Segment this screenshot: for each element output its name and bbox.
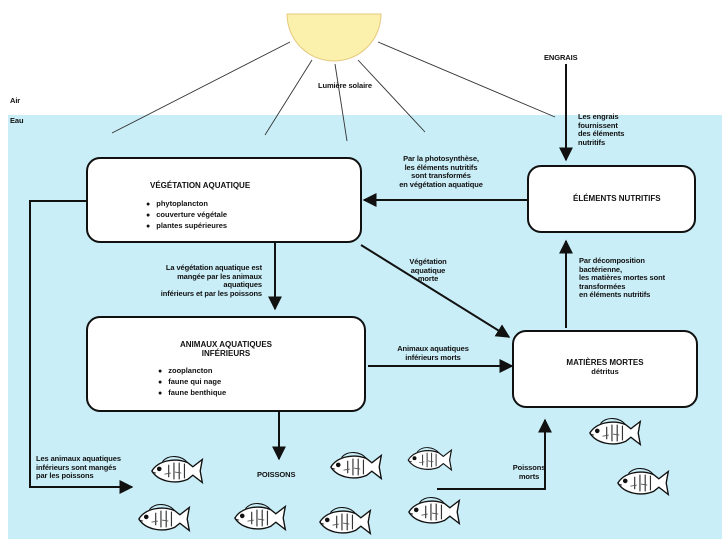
animaux-morts-line: Animaux aquatiques: [397, 344, 469, 353]
vegetation-box: VÉGÉTATION AQUATIQUE phytoplancton couve…: [86, 157, 362, 243]
flow-arrows: [29, 193, 573, 494]
list-item: zooplancton: [158, 366, 226, 377]
decomposition-line: bactérienne,: [579, 264, 622, 274]
poissons-morts-line: morts: [518, 471, 540, 481]
list-item: phytoplancton: [146, 199, 227, 210]
arrow-vegetation-to-poissons: [29, 200, 134, 494]
sun-rays: [111, 41, 556, 142]
engrais-note: Les engrais fournissent des éléments nut…: [578, 112, 625, 147]
photosynthese-line: les éléments nutritifs: [404, 162, 478, 172]
vegetation-mangee-line: La végétation aquatique est: [165, 263, 262, 272]
decomposition-line: transformées: [579, 281, 626, 291]
photosynthese-note: Par la photosynthèse, les éléments nutri…: [378, 154, 504, 189]
engrais-label: ENGRAIS: [544, 53, 578, 62]
animaux-list: zooplancton faune qui nage faune benthiq…: [158, 366, 226, 399]
animaux-title-line2: INFÉRIEURS: [201, 349, 251, 358]
list-item: couverture végétale: [146, 210, 227, 221]
decomposition-note: Par décomposition bactérienne, les matiè…: [579, 256, 665, 300]
list-item: plantes supérieures: [146, 221, 227, 232]
vegetation-morte-line: aquatique: [410, 265, 446, 275]
matieres-box: MATIÈRES MORTES détritus: [512, 330, 698, 408]
list-item: faune qui nage: [158, 377, 226, 388]
matieres-title-text: MATIÈRES MORTES: [566, 358, 644, 367]
animaux-morts-line: inférieurs morts: [405, 352, 461, 362]
animaux-title-line1: ANIMAUX AQUATIQUES: [180, 340, 272, 349]
photosynthese-line: sont transformés: [411, 171, 471, 180]
animaux-box: ANIMAUX AQUATIQUES INFÉRIEURS zooplancto…: [86, 316, 366, 412]
vegetation-morte-note: Végétation aquatique morte: [398, 257, 458, 284]
animaux-manges-line: par les poissons: [36, 471, 94, 480]
vegetation-mangee-line: mangée par les animaux: [177, 271, 262, 281]
air-label: Air: [10, 96, 21, 105]
poissons-morts-line: Poissons: [512, 463, 546, 472]
animaux-manges-line: inférieurs sont mangés: [36, 462, 117, 472]
animaux-morts-note: Animaux aquatiques inférieurs morts: [378, 344, 488, 362]
matieres-subtitle: détritus: [591, 367, 619, 376]
decomposition-line: Par décomposition: [579, 256, 645, 265]
poissons-morts-note: Poissons morts: [509, 463, 549, 481]
sun-icon: [286, 13, 382, 62]
vegetation-morte-line: Végétation: [409, 257, 447, 266]
eau-label: Eau: [10, 116, 24, 125]
vegetation-title: VÉGÉTATION AQUATIQUE: [150, 181, 251, 190]
vegetation-mangee-note: La végétation aquatique est mangée par l…: [130, 263, 262, 298]
sun-label: Lumière solaire: [318, 81, 372, 90]
vegetation-morte-line: morte: [417, 274, 439, 283]
vegetation-list: phytoplancton couverture végétale plante…: [146, 199, 227, 232]
nutritifs-title: ÉLÉMENTS NUTRITIFS: [573, 194, 661, 203]
arrow-poissons-to-matieres: [437, 418, 552, 490]
vegetation-mangee-line: inférieurs et par les poissons: [160, 288, 262, 298]
decomposition-line: les matières mortes sont: [579, 273, 665, 282]
engrais-note-line: Les engrais: [578, 112, 619, 121]
nutritifs-box: ÉLÉMENTS NUTRITIFS: [527, 165, 696, 233]
engrais-note-line: des éléments: [578, 129, 625, 138]
engrais-note-line: nutritifs: [578, 137, 606, 147]
animaux-manges-line: Les animaux aquatiques: [36, 454, 121, 463]
matieres-title: MATIÈRES MORTES détritus: [514, 358, 696, 376]
decomposition-line: en éléments nutritifs: [579, 290, 651, 299]
animaux-manges-note: Les animaux aquatiques inférieurs sont m…: [36, 454, 121, 481]
arrow-vegetation-to-matieres: [360, 244, 511, 338]
photosynthese-line: en végétation aquatique: [399, 179, 483, 189]
poissons-label: POISSONS: [257, 470, 296, 479]
list-item: faune benthique: [158, 388, 226, 399]
vegetation-mangee-line: aquatiques: [223, 280, 262, 289]
animaux-title: ANIMAUX AQUATIQUES INFÉRIEURS: [88, 340, 364, 358]
photosynthese-line: Par la photosynthèse,: [403, 154, 479, 163]
engrais-note-line: fournissent: [578, 120, 618, 130]
